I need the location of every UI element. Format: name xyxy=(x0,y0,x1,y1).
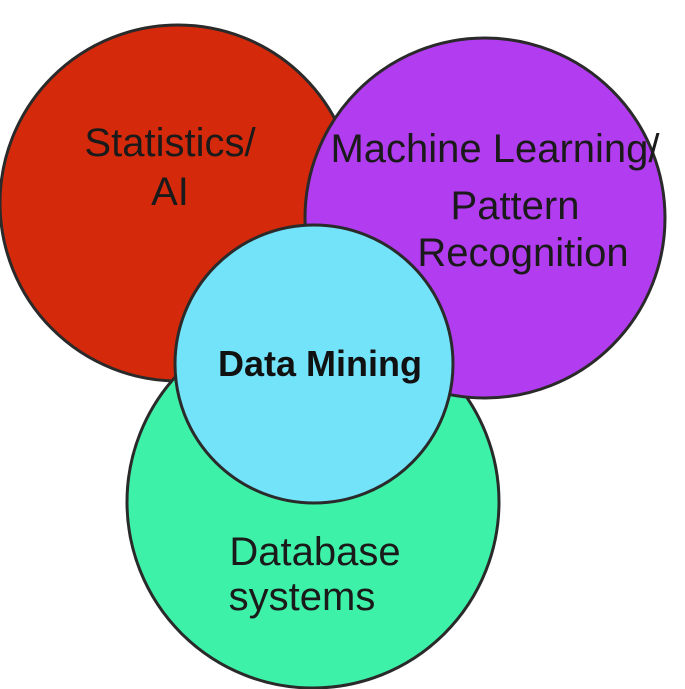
data-mining-circle xyxy=(173,223,455,505)
machine-learning-label-line-1: Machine Learning/ xyxy=(330,127,660,171)
database-systems-label-line-1: Database xyxy=(229,530,400,574)
statistics-ai-label-line-2: AI xyxy=(151,170,189,214)
data-mining-label: Data Mining xyxy=(218,343,422,384)
machine-learning-label-line-3: Recognition xyxy=(417,231,628,275)
statistics-ai-label-line-1: Statistics/ xyxy=(84,121,256,165)
machine-learning-label-line-2: Pattern xyxy=(451,184,580,228)
database-systems-label-line-2: systems xyxy=(229,575,376,619)
